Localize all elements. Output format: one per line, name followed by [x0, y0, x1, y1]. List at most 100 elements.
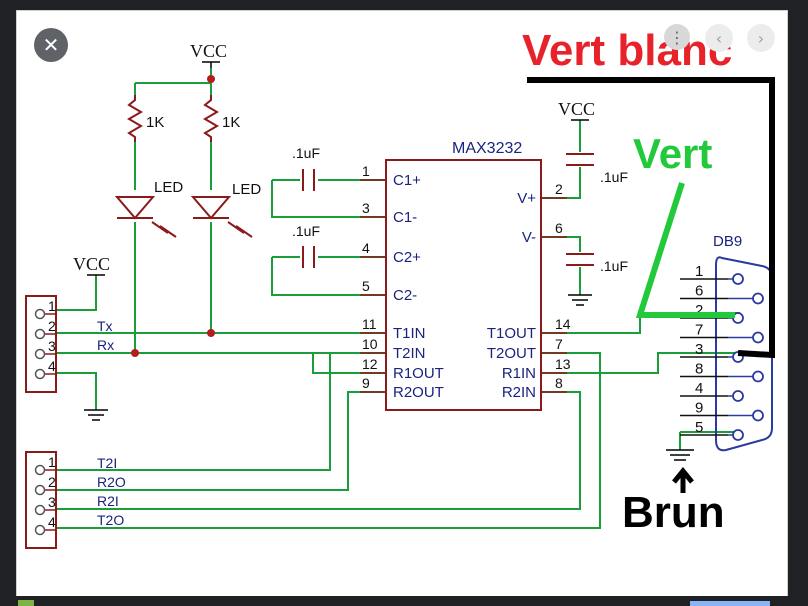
chip-pin-number: 13	[555, 356, 571, 372]
chip-pin-label: C1-	[393, 209, 417, 226]
close-icon[interactable]: ✕	[34, 28, 68, 62]
db9-pin-number: 3	[695, 341, 703, 358]
chip-pin-label: V+	[517, 190, 536, 207]
db9-pin-circle	[732, 390, 744, 402]
chip-pin-number: 10	[362, 336, 378, 352]
host-page-strip	[0, 596, 808, 606]
db9-pin-number: 5	[695, 419, 703, 436]
chip-name: MAX3232	[452, 140, 522, 157]
cap-2-value: .1uF	[292, 223, 320, 239]
header-pin-circle	[34, 524, 46, 536]
header-top-pins: 1 2 3 4	[34, 298, 56, 380]
cap-1-value: .1uF	[292, 145, 320, 161]
chip-pin-number: 4	[362, 240, 370, 256]
db9-pin-circle	[752, 409, 764, 422]
host-page-icon	[18, 600, 34, 606]
db9-pin-number: 8	[695, 361, 703, 378]
header-pin-circle	[34, 464, 46, 476]
db9-pin-circle	[732, 273, 744, 285]
header-pin-number: 4	[48, 514, 56, 530]
header-bottom	[25, 451, 57, 549]
header-pin-circle	[34, 308, 46, 320]
header-bottom-signal: R2O	[97, 474, 126, 490]
header-pin-number: 1	[48, 298, 56, 314]
chip-pin-number: 8	[555, 375, 563, 391]
db9-pin-circle	[752, 292, 764, 305]
chip-pin-label: R1IN	[502, 365, 536, 382]
led-2-label: LED	[232, 181, 261, 198]
header-pin-circle	[34, 484, 46, 496]
chip-pin-label: T1IN	[393, 325, 426, 342]
chip-pin-number: 12	[362, 356, 378, 372]
header-pin-number: 2	[48, 474, 56, 490]
header-pin-circle	[34, 348, 46, 360]
chip-pin-label: T2IN	[393, 345, 426, 362]
header-pin-circle	[34, 504, 46, 516]
db9-pin-number: 4	[695, 380, 703, 397]
db9-pin-number: 1	[695, 263, 703, 280]
header-bottom-signal: T2I	[97, 455, 117, 471]
vert-blanc-wire	[527, 77, 775, 359]
annotation-vert: Vert	[633, 130, 713, 177]
chip-pin-number: 2	[555, 181, 563, 197]
chip-pin-number: 3	[362, 200, 370, 216]
header-top	[25, 295, 57, 393]
annotation-vert-blanc: Vert blanc	[522, 26, 733, 75]
header-pin-number: 2	[48, 318, 56, 334]
chip-pin-stubs	[360, 179, 567, 393]
vcc-label-3: VCC	[558, 99, 595, 119]
capacitors	[302, 153, 594, 268]
cap-3-value: .1uF	[600, 169, 628, 185]
chip-pin-number: 11	[362, 316, 377, 332]
chip-pin-number: 6	[555, 220, 563, 236]
more-vert-icon[interactable]: ⋮	[664, 24, 690, 50]
max3232-chip	[385, 159, 542, 411]
chip-pin-label: C1+	[393, 172, 421, 189]
header-bottom-signal: T2O	[97, 512, 124, 528]
chip-pin-number: 9	[362, 375, 370, 391]
chip-pin-label: R2IN	[502, 384, 536, 401]
chevron-left-icon[interactable]: ‹	[705, 24, 733, 52]
header-pin-number: 3	[48, 494, 56, 510]
chip-pin-number: 5	[362, 278, 370, 294]
db9-pin-number: 7	[695, 322, 703, 339]
db9-pin-number: 9	[695, 400, 703, 417]
signal-tx: Tx	[97, 318, 113, 334]
leds	[114, 196, 253, 238]
wires	[55, 68, 740, 529]
db9-pin-number: 6	[695, 283, 703, 300]
header-pin-circle	[34, 328, 46, 340]
host-page-link	[690, 601, 770, 606]
header-pin-number: 4	[48, 358, 56, 374]
chip-left-pins: 1C1+3C1-4C2+5C2-11T1IN10T2IN12R1OUT9R2OU…	[362, 163, 444, 401]
vcc-symbols	[87, 61, 589, 276]
db9-pin-circle	[752, 331, 764, 344]
chevron-right-icon[interactable]: ›	[747, 24, 775, 52]
header-pin-number: 1	[48, 454, 56, 470]
db9-pin-circle	[752, 370, 764, 383]
chip-pin-label: T1OUT	[487, 325, 536, 342]
header-bottom-pins: 1 2 3 4	[34, 454, 56, 536]
brun-arrow	[672, 467, 694, 493]
chip-pin-label: R2OUT	[393, 384, 444, 401]
db9-label: DB9	[713, 233, 742, 250]
resistor-1-value: 1K	[146, 114, 164, 131]
chip-pin-number: 14	[555, 316, 571, 332]
junction-dots	[131, 75, 215, 357]
chip-pin-number: 7	[555, 336, 563, 352]
chip-pin-label: C2-	[393, 287, 417, 304]
db9-pin-circle	[732, 429, 744, 441]
cap-4-value: .1uF	[600, 258, 628, 274]
chip-pin-label: R1OUT	[393, 365, 444, 382]
chip-pin-number: 1	[362, 163, 370, 179]
signal-rx: Rx	[97, 337, 114, 353]
annotation-brun: Brun	[622, 488, 725, 537]
db9-pin-number: 2	[695, 302, 703, 319]
led-1-label: LED	[154, 179, 183, 196]
vert-wire	[635, 182, 735, 318]
header-pin-number: 3	[48, 338, 56, 354]
